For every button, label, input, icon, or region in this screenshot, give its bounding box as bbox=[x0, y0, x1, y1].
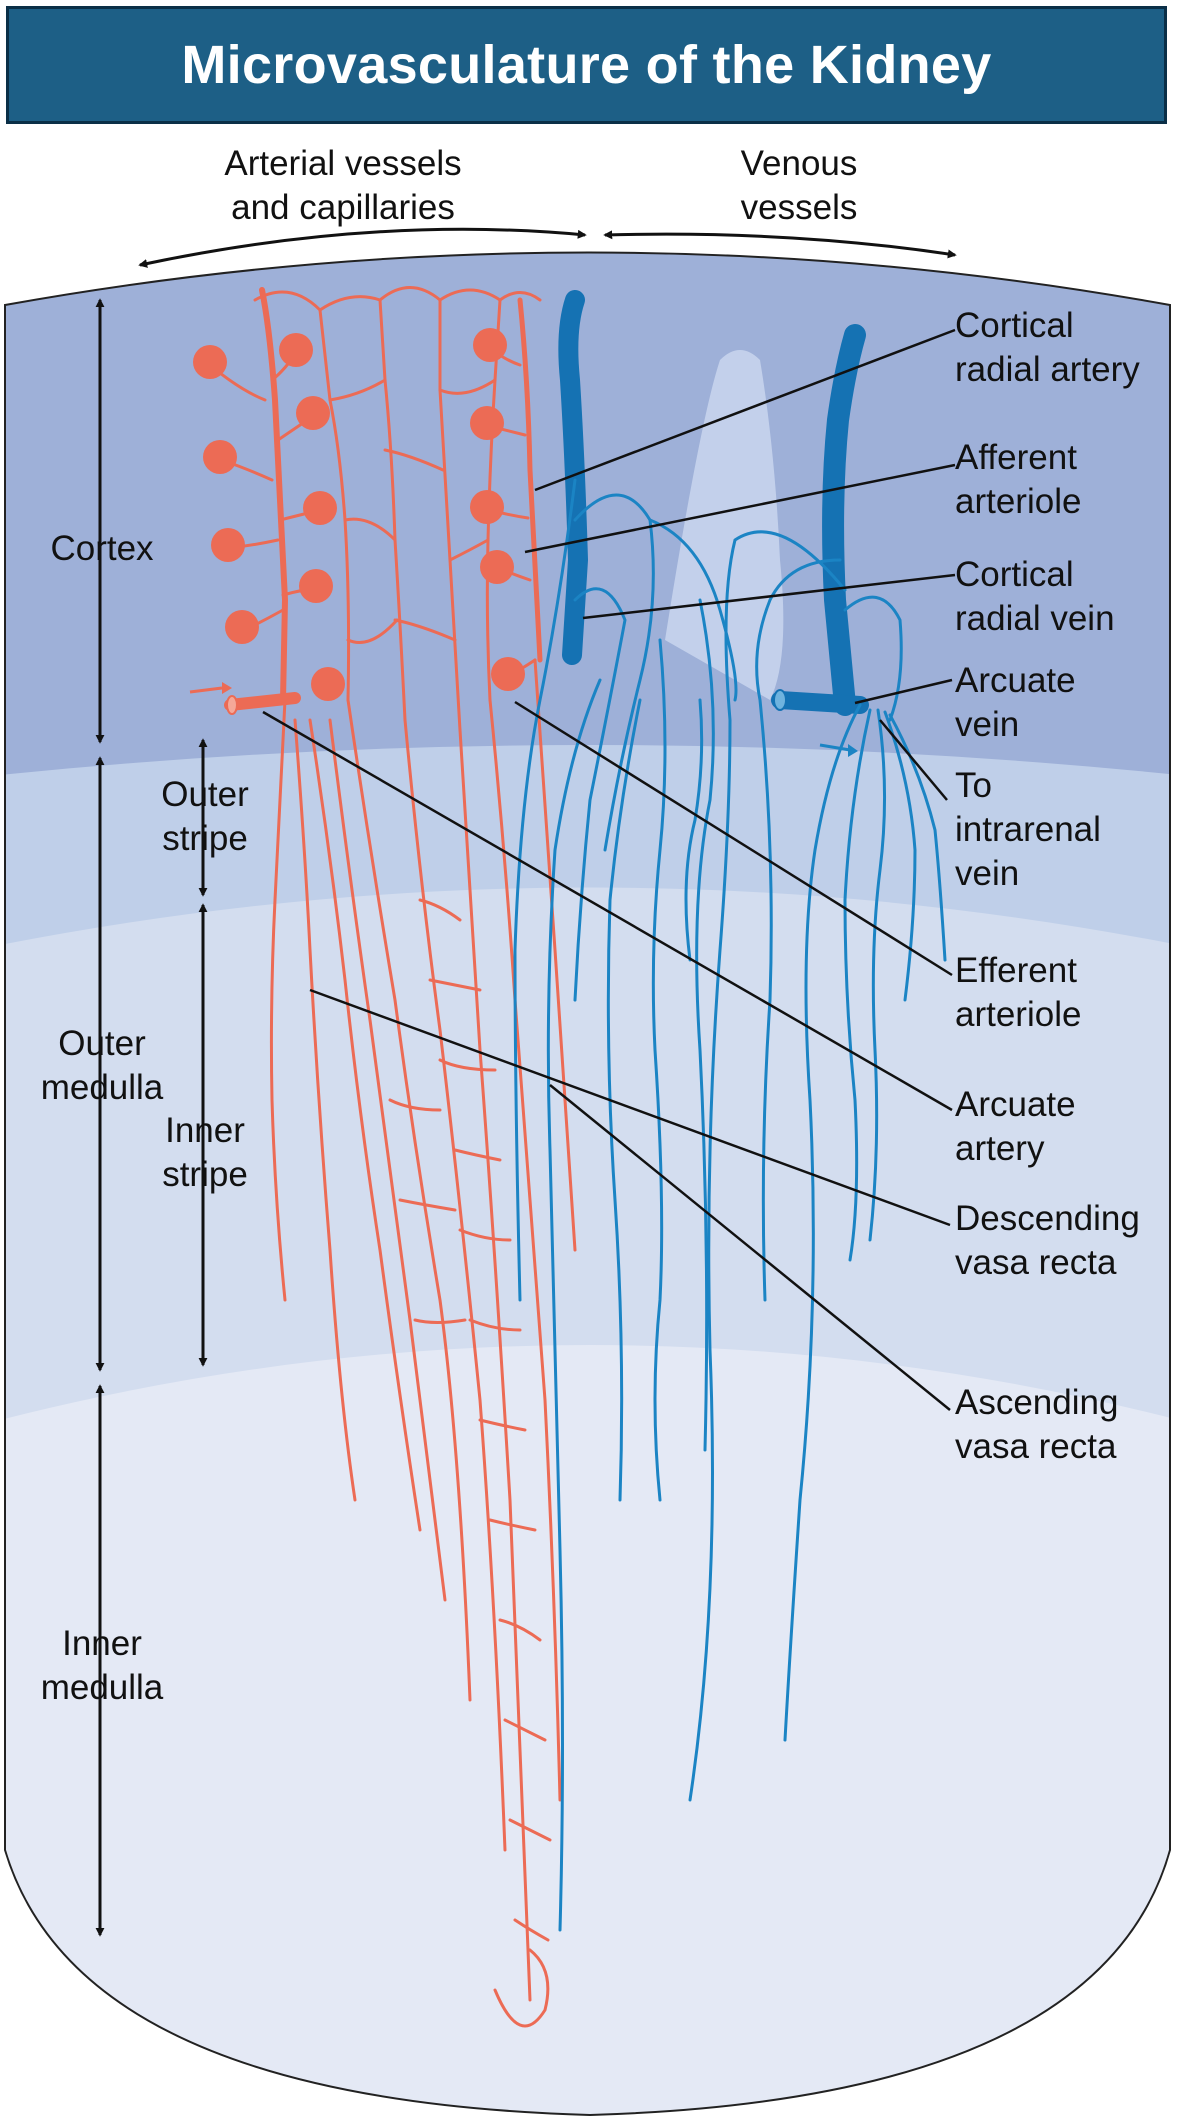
outer-medulla-label-line-1: Outer bbox=[58, 1024, 146, 1063]
leader-cortical-radial-artery bbox=[534, 328, 956, 492]
descending-vasa-recta-label-2: vasa recta bbox=[955, 1243, 1117, 1282]
arcuate-artery-end bbox=[226, 695, 238, 715]
leader-arcuate-vein bbox=[854, 678, 953, 705]
to-intrarenal-vein-label-2: intrarenal bbox=[955, 810, 1101, 849]
leader-cortical-radial-vein bbox=[582, 573, 956, 620]
leader-ascending-vasa-recta bbox=[549, 1084, 951, 1411]
inner-medulla-zone bbox=[5, 1345, 1170, 2115]
arterial-flow-arrowhead bbox=[222, 682, 232, 694]
inner-stripe-label-line-2: stripe bbox=[162, 1155, 248, 1194]
cortical-radial-artery-label-2: radial artery bbox=[955, 350, 1140, 389]
arterial-label-line-1: Arterial vessels bbox=[224, 144, 461, 183]
arterial-span-arrow bbox=[138, 227, 587, 268]
cortex-label: Cortex bbox=[50, 529, 154, 568]
light-wedge bbox=[665, 350, 784, 700]
inner-medulla-label-line-1: Inner bbox=[62, 1624, 142, 1663]
venous-label-line-1: Venous bbox=[741, 144, 858, 183]
to-intrarenal-vein-label-1: To bbox=[955, 766, 992, 805]
cortical-radial-vein-label-2: radial vein bbox=[955, 599, 1115, 638]
ascending-vasa-recta-label-1: Ascending bbox=[955, 1383, 1118, 1422]
leader-afferent-arteriole bbox=[524, 463, 956, 554]
descending-vasa-recta-label-1: Descending bbox=[955, 1199, 1140, 1238]
leader-to-intrarenal-vein bbox=[879, 719, 948, 801]
arterial-flow-arrow bbox=[189, 686, 223, 694]
venous-label-line-2: vessels bbox=[741, 188, 858, 227]
arcuate-vein-label-2: vein bbox=[955, 705, 1019, 744]
cortical-radial-artery-label-1: Cortical bbox=[955, 306, 1074, 345]
venous-flow-arrowhead bbox=[848, 744, 858, 757]
leader-arcuate-artery bbox=[262, 710, 953, 1112]
arcuate-artery-label-2: artery bbox=[955, 1129, 1045, 1168]
cortical-radial-vein-label-1: Cortical bbox=[955, 555, 1074, 594]
leader-efferent-arteriole bbox=[514, 700, 953, 977]
arterial-vessels bbox=[208, 286, 577, 2028]
outer-stripe-label-line-2: stripe bbox=[162, 819, 248, 858]
callout-leaders bbox=[262, 328, 956, 1411]
venous-span-arrow bbox=[603, 230, 957, 259]
afferent-arteriole-label-1: Afferent bbox=[955, 438, 1077, 477]
inner-medulla-label-line-2: medulla bbox=[41, 1668, 164, 1707]
arcuate-artery-label-1: Arcuate bbox=[955, 1085, 1076, 1124]
efferent-arteriole-label-2: arteriole bbox=[955, 995, 1081, 1034]
afferent-arteriole-label-2: arteriole bbox=[955, 482, 1081, 521]
diagram-title: Microvasculature of the Kidney bbox=[181, 35, 992, 95]
arcuate-vein-label-1: Arcuate bbox=[955, 661, 1076, 700]
arcuate-vein-end bbox=[773, 689, 787, 711]
efferent-arteriole-label-1: Efferent bbox=[955, 951, 1077, 990]
arterial-label-line-2: and capillaries bbox=[231, 188, 455, 227]
glomeruli bbox=[193, 328, 525, 701]
outer-stripe-label-line-1: Outer bbox=[161, 775, 249, 814]
to-intrarenal-vein-label-3: vein bbox=[955, 854, 1019, 893]
leader-descending-vasa-recta bbox=[309, 988, 951, 1227]
title-banner: Microvasculature of the Kidney bbox=[6, 6, 1167, 124]
ascending-vasa-recta-label-2: vasa recta bbox=[955, 1427, 1117, 1466]
outer-medulla-label-line-2: medulla bbox=[41, 1068, 164, 1107]
venous-flow-arrow bbox=[819, 743, 851, 752]
inner-stripe-label-line-1: Inner bbox=[165, 1111, 245, 1150]
